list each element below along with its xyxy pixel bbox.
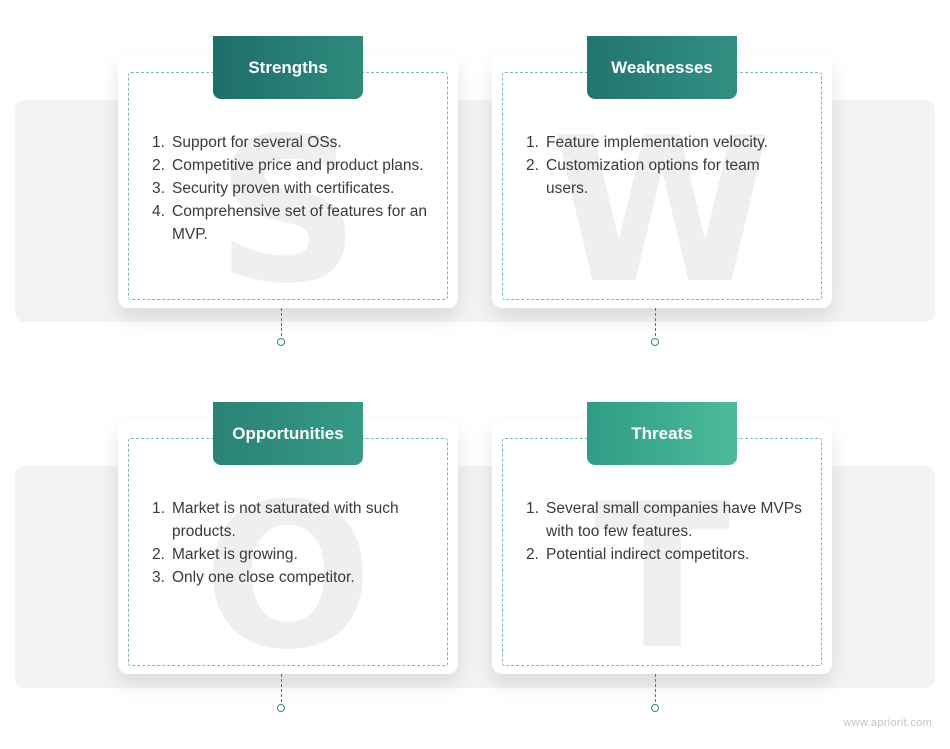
strengths-connector-dot (277, 338, 285, 346)
strengths-card: S Strengths 1.Support for several OSs. 2… (118, 36, 458, 312)
threats-card: T Threats 1.Several small companies have… (492, 402, 832, 678)
list-item: 1.Market is not saturated with such prod… (152, 500, 399, 540)
list-item: 4.Comprehensive set of features for an M… (152, 203, 428, 243)
opportunities-connector-line (281, 674, 282, 702)
weaknesses-connector-line (655, 308, 656, 336)
list-item: 3.Only one close competitor. (152, 569, 355, 586)
list-item: 2.Market is growing. (152, 546, 298, 563)
list-item: 1.Several small companies have MVPs with… (526, 500, 802, 540)
website-watermark: www.apriorit.com (843, 717, 932, 729)
threats-connector-dot (651, 704, 659, 712)
strengths-connector-line (281, 308, 282, 336)
list-item: 2.Customization options for team users. (526, 157, 760, 197)
weaknesses-connector-dot (651, 338, 659, 346)
opportunities-list: 1.Market is not saturated with such prod… (152, 497, 432, 589)
opportunities-connector-dot (277, 704, 285, 712)
threats-tab: Threats (587, 402, 737, 465)
weaknesses-card: W Weaknesses 1.Feature implementation ve… (492, 36, 832, 312)
weaknesses-tab: Weaknesses (587, 36, 737, 99)
opportunities-card: O Opportunities 1.Market is not saturate… (118, 402, 458, 678)
list-item: 1.Support for several OSs. (152, 134, 342, 151)
weaknesses-list: 1.Feature implementation velocity. 2.Cus… (526, 131, 806, 200)
threats-list: 1.Several small companies have MVPs with… (526, 497, 806, 566)
list-item: 2.Potential indirect competitors. (526, 546, 750, 563)
strengths-list: 1.Support for several OSs. 2.Competitive… (152, 131, 432, 246)
list-item: 3.Security proven with certificates. (152, 180, 395, 197)
list-item: 1.Feature implementation velocity. (526, 134, 768, 151)
threats-connector-line (655, 674, 656, 702)
list-item: 2.Competitive price and product plans. (152, 157, 424, 174)
opportunities-tab: Opportunities (213, 402, 363, 465)
strengths-tab: Strengths (213, 36, 363, 99)
